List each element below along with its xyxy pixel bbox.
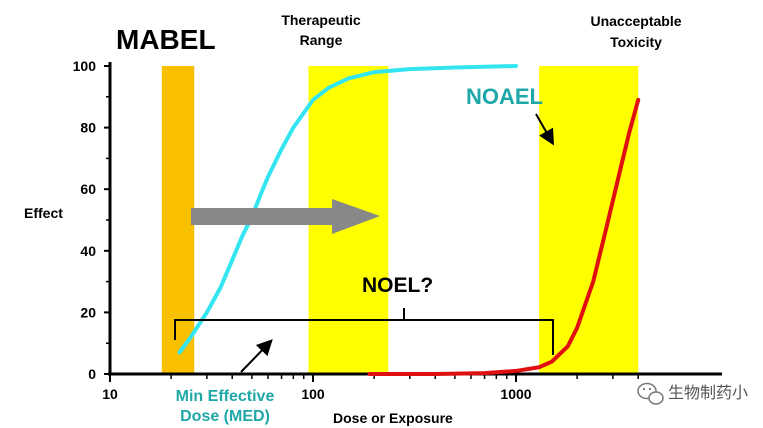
y-tick-label: 0: [88, 366, 96, 382]
noel-label: NOEL?: [362, 274, 433, 297]
curve-series-0: [177, 64, 518, 355]
therapeutic-range-label-line2: Range: [300, 32, 343, 48]
y-tick-label: 40: [80, 243, 96, 259]
y-tick-label: 100: [73, 58, 97, 74]
noel-bracket: [174, 308, 554, 355]
toxicity-label-line2: Toxicity: [610, 34, 662, 50]
wechat-icon: [637, 382, 664, 405]
curve-series-1: [367, 97, 641, 376]
x-tick-label: 100: [301, 386, 325, 402]
med-label-line1: Min Effective: [176, 388, 275, 405]
x-tick-label: 1000: [500, 386, 531, 402]
axes-layer: 0 20 40 60 80 100 10 100 1000: [73, 58, 722, 402]
shift-arrow: [191, 199, 380, 234]
mabel-label: MABEL: [116, 24, 216, 55]
watermark-text: 生物制药小: [668, 383, 748, 402]
x-axis-label: Dose or Exposure: [333, 410, 453, 426]
med-arrow: [240, 339, 273, 373]
noael-arrow: [535, 113, 554, 146]
x-tick-label: 10: [102, 386, 118, 402]
therapeutic-range-label-line1: Therapeutic: [281, 12, 361, 28]
curves-layer: [177, 64, 641, 376]
y-tick-label: 80: [80, 120, 96, 136]
y-tick-label: 20: [80, 304, 96, 320]
toxicity-label-line1: Unacceptable: [590, 13, 681, 29]
med-label-line2: Dose (MED): [180, 408, 270, 425]
band-2: [539, 66, 639, 374]
y-axis-label: Effect: [24, 205, 63, 221]
band-0: [161, 66, 195, 374]
y-tick-label: 60: [80, 181, 96, 197]
noael-label: NOAEL: [466, 84, 543, 109]
